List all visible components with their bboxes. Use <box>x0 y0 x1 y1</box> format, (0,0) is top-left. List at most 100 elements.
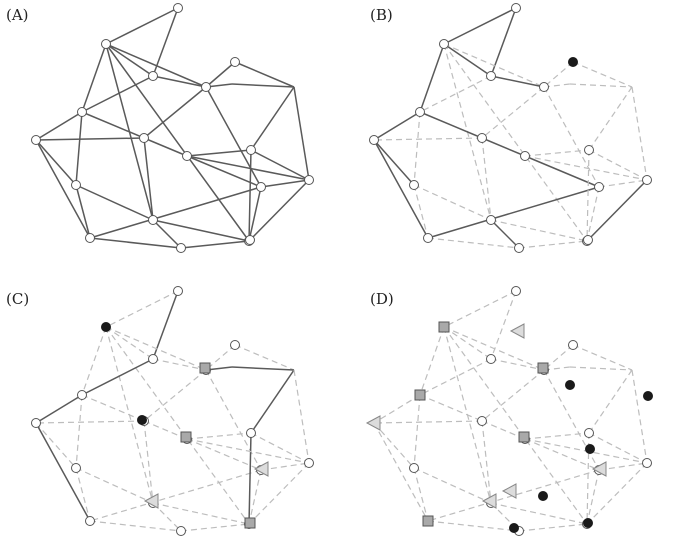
edge-8-12 <box>35 139 91 239</box>
edge-7-10 <box>186 432 252 440</box>
edge-1-4 <box>81 326 107 396</box>
node-open-5 <box>201 82 211 92</box>
edge-8-9 <box>35 422 77 469</box>
edge-10-16 <box>586 149 590 242</box>
edge-7-11 <box>186 155 262 188</box>
edge-13-15 <box>152 502 182 532</box>
edge-15-16 <box>180 240 250 249</box>
edge-0-1 <box>443 290 517 328</box>
edge-1-4 <box>419 326 445 396</box>
node-open-15 <box>514 243 524 253</box>
node-open-2 <box>486 71 496 81</box>
edge-6-7 <box>143 137 188 157</box>
edge-5-11 <box>205 86 262 188</box>
edge-9-12 <box>75 184 91 239</box>
edge-5-11 <box>543 86 600 188</box>
edge-4-9 <box>413 111 421 186</box>
edge-12-15 <box>89 520 182 532</box>
edge-15-16 <box>518 240 588 249</box>
node-open-6 <box>477 133 487 143</box>
panel-c-label: (C) <box>6 290 29 308</box>
edge-21-10 <box>588 369 633 434</box>
edge-11-16 <box>586 186 600 242</box>
edge-8-9 <box>373 139 415 186</box>
edge-13-16 <box>490 219 588 242</box>
node-open-8 <box>31 135 41 145</box>
edge-6-8 <box>35 137 145 141</box>
edge-4-6 <box>81 111 145 139</box>
edge-3-21 <box>234 344 295 371</box>
node-triangle-26 <box>143 493 159 509</box>
edge-10-14 <box>250 149 310 181</box>
edge-1-16 <box>443 43 588 242</box>
node-black-31 <box>509 523 519 533</box>
panel-a-label: (A) <box>6 6 29 24</box>
edge-3-5 <box>543 344 574 371</box>
node-open-12 <box>85 516 95 526</box>
node-open-6 <box>139 133 149 143</box>
node-triangle-33 <box>509 323 525 339</box>
node-black-3 <box>568 57 578 67</box>
node-open-1 <box>439 39 449 49</box>
edge-4-8 <box>373 111 421 141</box>
edge-20-21 <box>569 366 633 371</box>
panel-c: (C) <box>6 286 314 536</box>
edge-1-4 <box>81 43 107 113</box>
edge-8-12 <box>373 139 429 239</box>
edge-4-6 <box>419 111 483 139</box>
edge-1-5 <box>105 326 207 371</box>
edge-0-2 <box>152 7 179 77</box>
node-square-1 <box>438 321 450 333</box>
edge-13-16 <box>490 502 588 525</box>
edge-2-4 <box>419 358 492 396</box>
node-open-10 <box>584 145 594 155</box>
edge-3-21 <box>572 344 633 371</box>
edge-10-14 <box>250 432 310 464</box>
edge-0-2 <box>490 290 517 360</box>
edge-13-15 <box>490 219 520 249</box>
edge-14-16 <box>248 462 310 525</box>
node-open-8 <box>31 418 41 428</box>
edge-10-16 <box>248 432 252 525</box>
edge-0-1 <box>443 7 517 45</box>
edge-10-16 <box>248 149 252 242</box>
edge-1-5 <box>443 326 545 371</box>
node-triangle-8 <box>365 415 381 431</box>
edge-15-16 <box>518 523 588 532</box>
node-square-12 <box>422 515 434 527</box>
node-open-8 <box>369 135 379 145</box>
node-open-2 <box>148 354 158 364</box>
edge-11-12 <box>427 186 600 239</box>
node-open-12 <box>423 233 433 243</box>
edge-6-13 <box>143 420 154 504</box>
node-open-9 <box>71 463 81 473</box>
node-open-5 <box>539 82 549 92</box>
edge-7-11 <box>186 438 262 471</box>
edge-4-9 <box>75 111 83 186</box>
edge-5-11 <box>205 369 262 471</box>
node-open-15 <box>176 243 186 253</box>
node-open-2 <box>148 71 158 81</box>
edge-21-10 <box>250 86 295 151</box>
edge-5-6 <box>143 86 207 139</box>
node-open-1 <box>101 39 111 49</box>
node-open-14 <box>642 458 652 468</box>
edge-1-4 <box>419 43 445 113</box>
node-open-10 <box>246 428 256 438</box>
edge-20-21 <box>569 83 633 88</box>
node-black-29 <box>585 444 595 454</box>
edge-11-14 <box>598 462 648 471</box>
edge-21-14 <box>631 86 648 181</box>
node-square-24 <box>180 431 192 443</box>
edge-1-2 <box>443 43 492 77</box>
edge-14-16 <box>586 179 648 242</box>
node-triangle-25 <box>253 461 269 477</box>
edge-1-2 <box>443 326 492 360</box>
node-open-0 <box>511 286 521 296</box>
edge-6-7 <box>481 137 526 157</box>
edge-9-12 <box>75 467 91 522</box>
node-open-14 <box>304 175 314 185</box>
edge-14-16 <box>248 179 310 242</box>
edge-3-21 <box>234 61 295 88</box>
